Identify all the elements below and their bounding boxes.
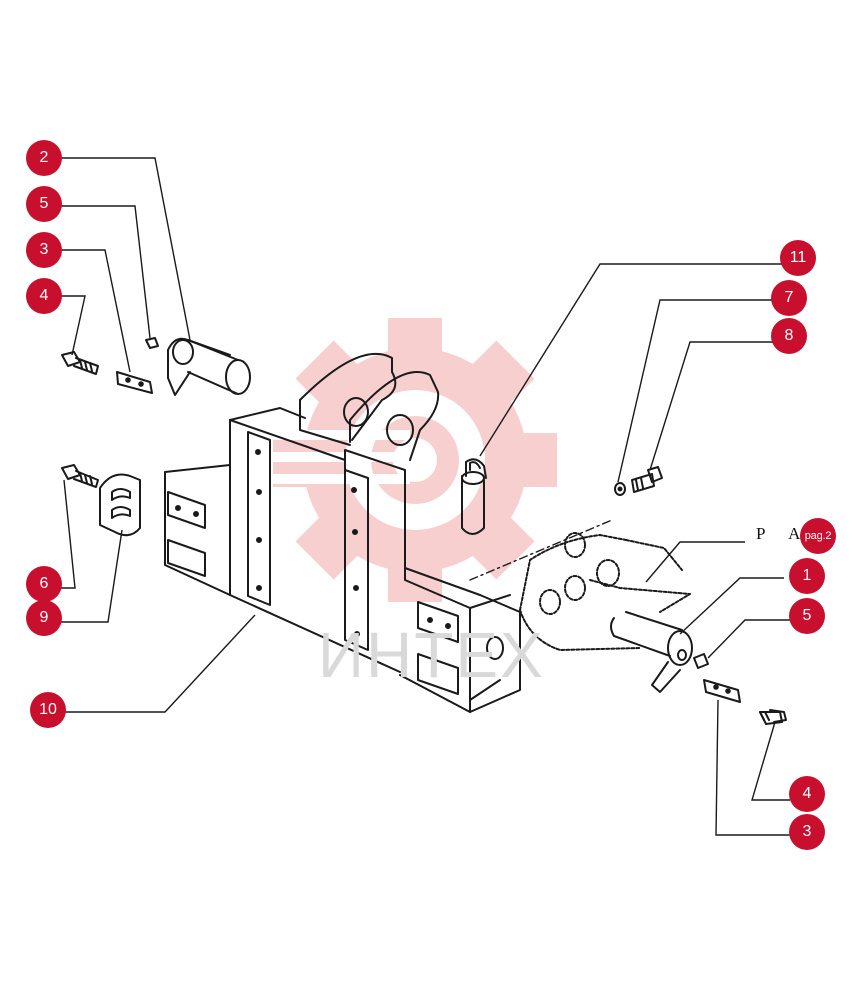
nut-part-5-upper (145, 337, 159, 349)
callout-part-1[interactable]: 1 (789, 558, 825, 594)
callout-reference-page[interactable]: pag.2 (800, 518, 836, 554)
pin-part-1 (610, 611, 693, 693)
callout-part-4-upper[interactable]: 4 (26, 278, 62, 314)
screw-part-6 (61, 464, 99, 488)
callout-part-7[interactable]: 7 (771, 280, 807, 316)
callout-part-2[interactable]: 2 (26, 140, 62, 176)
callout-part-5-lower[interactable]: 5 (789, 598, 825, 634)
leader-lines (58, 157, 790, 836)
screw-part-8 (631, 466, 663, 493)
callout-part-9[interactable]: 9 (26, 600, 62, 636)
quick-pin-part-11 (461, 458, 487, 535)
callout-part-3-upper[interactable]: 3 (26, 232, 62, 268)
screw-part-4-lower (759, 709, 787, 725)
watermark-text: ИНТЕХ (318, 619, 545, 691)
pad-part-9 (99, 473, 141, 537)
callout-part-3-lower[interactable]: 3 (789, 814, 825, 850)
callout-part-8[interactable]: 8 (771, 318, 807, 354)
washer-part-7 (614, 482, 626, 496)
watermark-gear-logo (270, 318, 557, 602)
callout-part-4-lower[interactable]: 4 (789, 776, 825, 812)
callout-part-11[interactable]: 11 (780, 240, 816, 276)
mating-coupler-reference (519, 532, 691, 651)
callout-part-10[interactable]: 10 (30, 692, 66, 728)
reference-text: P A (756, 524, 811, 543)
callout-part-6[interactable]: 6 (26, 566, 62, 602)
plate-part-3-lower (703, 679, 741, 703)
screw-part-4-upper (61, 351, 99, 375)
nut-part-5-lower (693, 653, 709, 669)
main-frame-part-10 (164, 352, 613, 713)
callout-part-5-upper[interactable]: 5 (26, 186, 62, 222)
pin-part-2 (167, 337, 251, 396)
plate-part-3-upper (116, 371, 153, 394)
